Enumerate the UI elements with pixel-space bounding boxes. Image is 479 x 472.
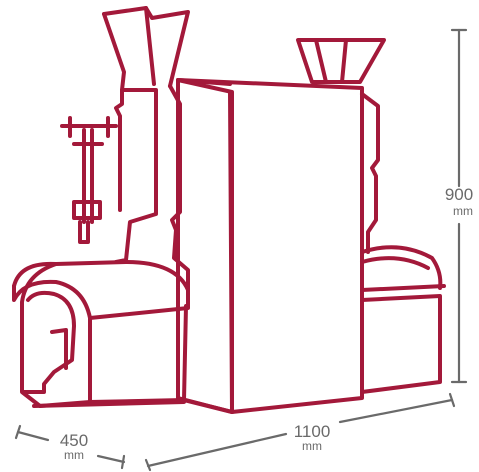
right-side-panel xyxy=(360,92,446,394)
dimension-lines xyxy=(14,28,468,472)
depth-dimension-line xyxy=(14,424,126,470)
roaster-outline xyxy=(12,6,446,414)
valve-assembly xyxy=(60,116,118,244)
depth-unit: mm xyxy=(64,448,84,462)
main-cabinet xyxy=(176,78,364,414)
left-chimney xyxy=(102,6,190,308)
depth-value: 450 xyxy=(60,431,88,450)
height-label: 900 mm xyxy=(445,185,473,218)
depth-label: 450 mm xyxy=(60,431,88,462)
width-dimension-line xyxy=(144,392,456,472)
front-drum xyxy=(12,260,234,414)
height-unit: mm xyxy=(453,204,473,218)
height-value: 900 xyxy=(445,185,473,204)
width-label: 1100 mm xyxy=(294,422,331,453)
height-dimension-line xyxy=(450,28,468,384)
width-value: 1100 xyxy=(294,422,331,441)
width-unit: mm xyxy=(302,439,322,453)
right-hopper xyxy=(296,38,386,84)
